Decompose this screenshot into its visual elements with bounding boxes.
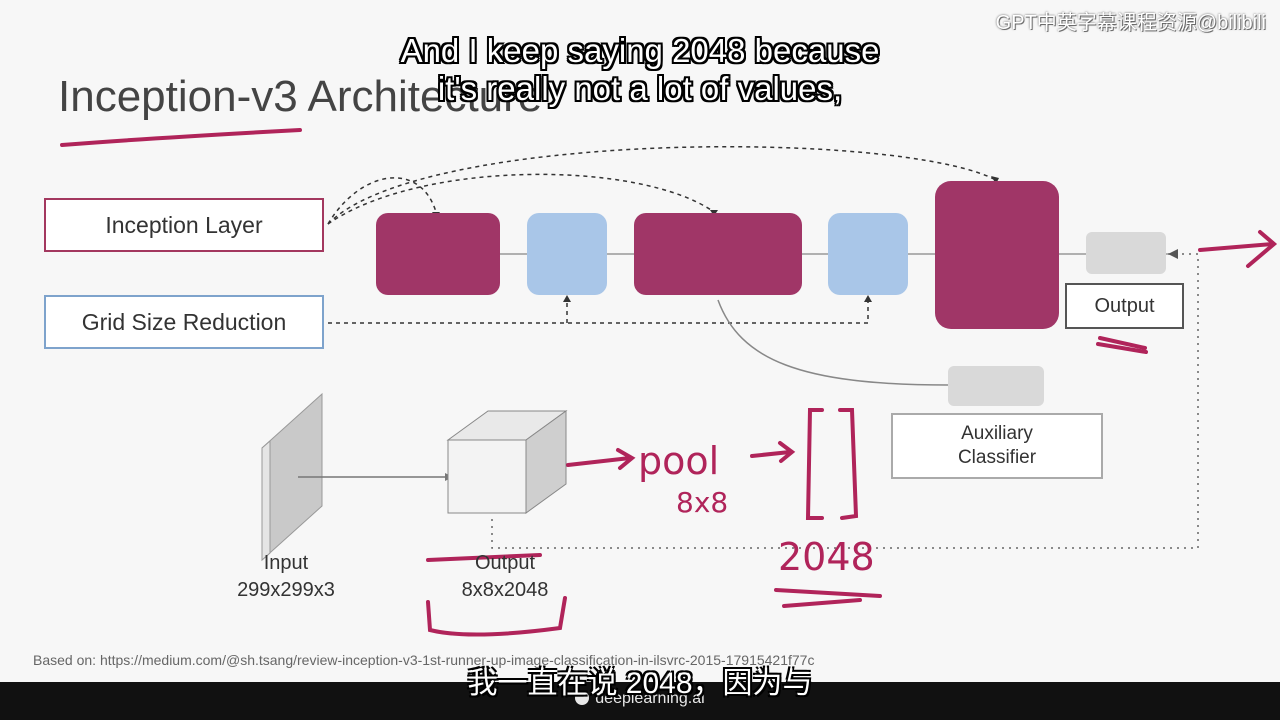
legend-grid-reduction: Grid Size Reduction	[44, 295, 324, 349]
input-caption-line1: Input	[263, 552, 309, 574]
input-slab-edge	[261, 439, 271, 562]
deeplearning-logo-icon	[575, 691, 590, 705]
chinese-subtitle: 我一直在说 2048，因为与	[467, 667, 813, 700]
title-underline-stroke	[60, 128, 302, 147]
inception-block-1	[376, 213, 500, 295]
dashed-arrow-2	[327, 173, 715, 225]
hw-bracket-right	[838, 408, 859, 520]
inception-block-3	[935, 181, 1059, 329]
hw-output-mark-2	[1096, 342, 1148, 354]
slide-title: Inception-v3 Architecture	[58, 72, 543, 121]
hw-arrow-1-head	[616, 448, 636, 470]
arrowhead-5	[864, 295, 872, 302]
hw-arrow-2	[750, 450, 792, 458]
dotted-return-line	[491, 253, 1199, 549]
english-subtitle-line2: it's really not a lot of values,	[437, 70, 843, 107]
english-subtitle: And I keep saying 2048 because it's real…	[0, 32, 1280, 108]
output-box: Output	[1065, 283, 1184, 329]
output-gray-block	[1086, 232, 1166, 274]
legend-inception-layer: Inception Layer	[44, 198, 324, 252]
grid-block-1	[527, 213, 607, 295]
slide: Inception-v3 Architecture	[33, 72, 1278, 668]
hw-arrow-1	[566, 456, 632, 467]
output-label: Output	[1094, 294, 1155, 317]
legend-grid-label: Grid Size Reduction	[81, 308, 287, 335]
pool-size-annotation: 8x8	[676, 486, 728, 519]
input-caption-line2: 299x299x3	[237, 579, 335, 601]
hw-strike	[426, 553, 542, 562]
english-subtitle-line1: And I keep saying 2048 because	[400, 32, 880, 69]
hw-arrow-2-head	[778, 441, 796, 463]
diagram-lines: pool 8x8 2048	[60, 128, 1278, 637]
dashed-grid-line	[328, 300, 869, 324]
dashed-arrow-3	[327, 146, 997, 225]
hw-bracket-left	[805, 408, 824, 520]
brand: deeplearning.ai	[0, 690, 1280, 708]
legend-inception-label: Inception Layer	[105, 211, 263, 238]
hw-underline-2	[782, 598, 862, 608]
aux-gray-block	[948, 366, 1044, 406]
source-note: Based on: https://medium.com/@sh.tsang/r…	[33, 652, 815, 668]
inception-block-2	[634, 213, 802, 295]
input-caption: Input 299x299x3	[206, 550, 366, 604]
auxiliary-classifier-box: Auxiliary Classifier	[891, 413, 1103, 479]
aux-label-line2: Classifier	[957, 447, 1037, 468]
output-caption: Output 8x8x2048	[425, 550, 585, 604]
arrowhead-4	[563, 295, 571, 302]
hw-output-mark-1	[1098, 336, 1147, 350]
hw-right-arrow	[1198, 242, 1274, 252]
pool-annotation: pool	[638, 439, 719, 483]
output-caption-line1: Output	[474, 552, 536, 574]
bottom-bar	[0, 682, 1280, 720]
hw-right-arrow-head	[1246, 230, 1278, 268]
hw-brace	[426, 596, 567, 637]
brand-label: deeplearning.ai	[595, 690, 705, 707]
aux-branch-line	[717, 299, 949, 386]
handwriting	[426, 230, 1278, 637]
grid-block-2	[828, 213, 908, 295]
arrowhead-6	[1168, 249, 1178, 259]
hw-underline-1	[774, 588, 882, 598]
vector-size-annotation: 2048	[778, 535, 875, 579]
aux-label-line1: Auxiliary	[961, 423, 1033, 444]
cube-front	[447, 439, 527, 514]
output-caption-line2: 8x8x2048	[461, 579, 549, 601]
watermark: GPT中英字幕课程资源@bilibili	[995, 12, 1266, 34]
